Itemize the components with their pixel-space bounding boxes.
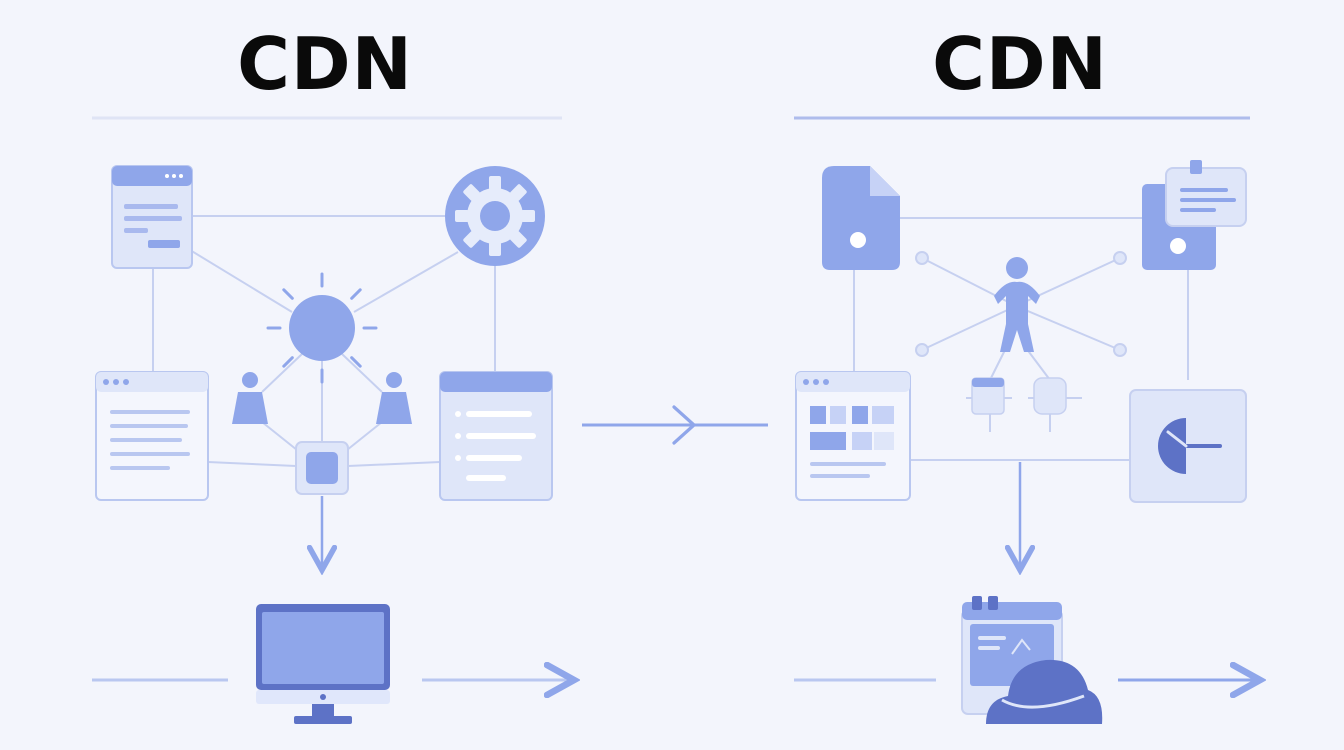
person-icon bbox=[376, 372, 412, 424]
file-stack-icon bbox=[1142, 160, 1247, 270]
server-node-icon bbox=[1028, 377, 1082, 432]
right-network-dots bbox=[915, 251, 1127, 357]
document-window-icon bbox=[95, 371, 209, 501]
right-panel bbox=[794, 116, 1260, 724]
server-node-icon bbox=[966, 377, 1012, 432]
list-window-icon bbox=[439, 371, 553, 501]
hub-node-icon bbox=[295, 441, 349, 495]
right-panel-title: CDN bbox=[932, 22, 1108, 106]
transition-arrowhead bbox=[672, 405, 696, 445]
sun-node-icon bbox=[266, 272, 378, 384]
left-connectors bbox=[152, 215, 496, 467]
gear-icon bbox=[445, 166, 545, 266]
document-icon bbox=[822, 166, 900, 270]
left-panel bbox=[92, 116, 574, 724]
browser-grid-icon bbox=[795, 371, 911, 501]
browser-window-icon bbox=[111, 165, 193, 269]
clock-icon bbox=[1129, 389, 1247, 503]
left-panel-title: CDN bbox=[237, 22, 413, 106]
person-icon bbox=[994, 257, 1040, 352]
person-icon bbox=[232, 372, 268, 424]
monitor-icon bbox=[256, 604, 390, 724]
cloud-calendar-icon bbox=[961, 596, 1103, 724]
